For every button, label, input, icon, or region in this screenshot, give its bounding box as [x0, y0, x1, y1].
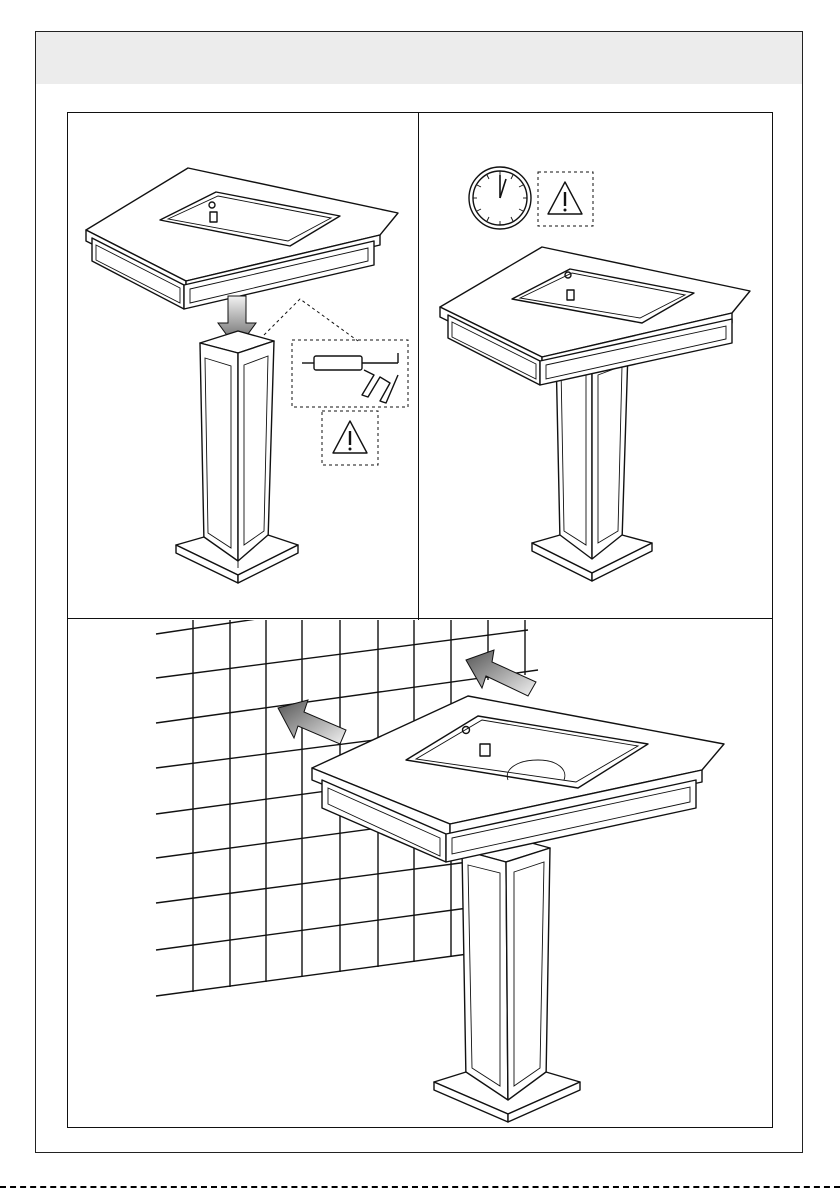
panel-step-push-against-wall	[68, 620, 772, 1127]
warning-icon	[548, 182, 582, 214]
panel-step-wait	[420, 113, 772, 618]
warning-icon	[333, 421, 367, 453]
clock-icon	[469, 167, 531, 229]
panel-divider-horizontal	[68, 618, 772, 619]
page-cut-line	[0, 1186, 840, 1188]
washbasin-on-pedestal-icon	[312, 696, 724, 1122]
washbasin-on-pedestal-icon	[440, 247, 750, 581]
panel-step-mount-basin	[68, 113, 418, 618]
washbasin-icon	[86, 168, 398, 309]
pedestal-icon	[176, 331, 298, 583]
caulking-gun-icon	[302, 353, 398, 403]
panel-divider-vertical	[418, 113, 419, 620]
